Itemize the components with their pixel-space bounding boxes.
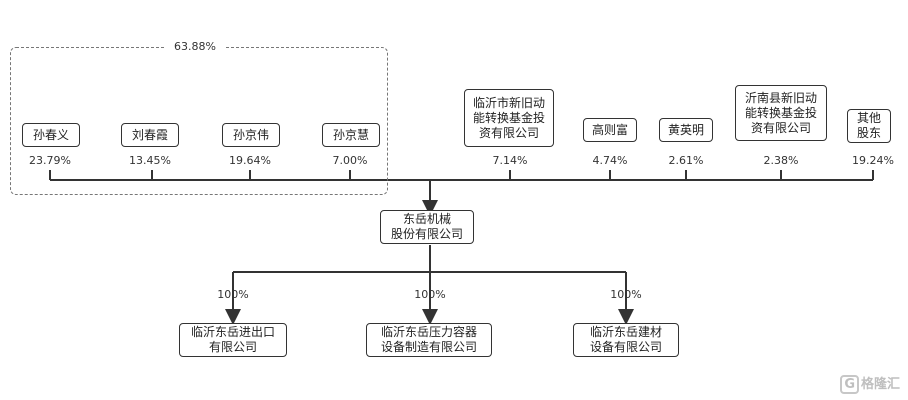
shareholder-pct: 23.79% bbox=[29, 154, 71, 167]
company-box: 东岳机械 股份有限公司 bbox=[380, 210, 474, 244]
shareholder-box: 高则富 bbox=[583, 118, 637, 142]
shareholder-pct: 13.45% bbox=[129, 154, 171, 167]
subsidiary-box: 临沂东岳压力容器 设备制造有限公司 bbox=[366, 323, 492, 357]
subsidiary-box: 临沂东岳进出口 有限公司 bbox=[179, 323, 287, 357]
shareholder-box: 其他 股东 bbox=[847, 109, 891, 143]
family-group-pct: 63.88% bbox=[165, 40, 225, 53]
family-group-box bbox=[10, 47, 388, 195]
shareholder-box: 黄英明 bbox=[659, 118, 713, 142]
subsidiary-pct: 100% bbox=[610, 288, 642, 301]
shareholder-pct: 19.24% bbox=[852, 154, 894, 167]
watermark-text: 格隆汇 bbox=[860, 377, 900, 392]
shareholder-pct: 2.38% bbox=[763, 154, 799, 167]
shareholder-pct: 7.00% bbox=[332, 154, 368, 167]
shareholder-box: 沂南县新旧动 能转换基金投 资有限公司 bbox=[735, 85, 827, 141]
shareholder-box: 孙春义 bbox=[22, 123, 80, 147]
watermark-logo-icon: G bbox=[840, 375, 859, 394]
shareholder-box: 临沂市新旧动 能转换基金投 资有限公司 bbox=[464, 89, 554, 147]
shareholder-box: 孙京伟 bbox=[222, 123, 280, 147]
subsidiary-pct: 100% bbox=[217, 288, 249, 301]
subsidiary-box: 临沂东岳建材 设备有限公司 bbox=[573, 323, 679, 357]
subsidiary-pct: 100% bbox=[414, 288, 446, 301]
shareholder-pct: 7.14% bbox=[492, 154, 528, 167]
shareholder-pct: 19.64% bbox=[229, 154, 271, 167]
shareholder-box: 刘春霞 bbox=[121, 123, 179, 147]
shareholder-pct: 2.61% bbox=[668, 154, 704, 167]
shareholder-box: 孙京慧 bbox=[322, 123, 380, 147]
shareholder-pct: 4.74% bbox=[592, 154, 628, 167]
